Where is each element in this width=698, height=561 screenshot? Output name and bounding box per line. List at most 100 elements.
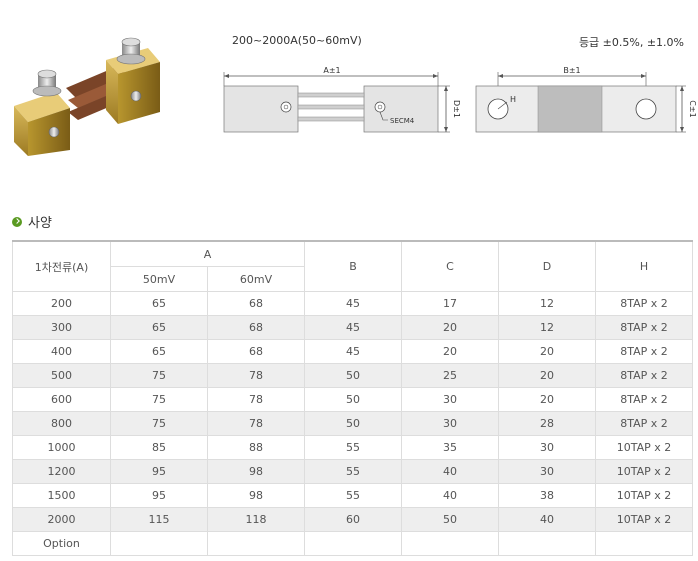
- spec-section-header: 사양: [12, 212, 52, 231]
- cell-c: 50: [401, 507, 499, 532]
- shunt-photo: [14, 37, 160, 156]
- cell-d: 30: [498, 459, 596, 484]
- cell-h: 10TAP x 2: [595, 483, 693, 508]
- cell-a-60mv: 68: [207, 339, 305, 364]
- cell-c: 17: [401, 291, 499, 316]
- cell-h: 8TAP x 2: [595, 339, 693, 364]
- cell-a-50mv: 75: [110, 363, 208, 388]
- cell-option-label: Option: [12, 531, 111, 556]
- cell-d: 12: [498, 291, 596, 316]
- cell-empty: [110, 531, 208, 556]
- cell-a-60mv: 78: [207, 387, 305, 412]
- cell-c: 25: [401, 363, 499, 388]
- cell-c: 40: [401, 459, 499, 484]
- cell-current: 500: [12, 363, 111, 388]
- cell-current: 200: [12, 291, 111, 316]
- header-a-60mv: 60mV: [207, 266, 305, 292]
- cell-current: 600: [12, 387, 111, 412]
- cell-current: 1500: [12, 483, 111, 508]
- header-current: 1차전류(A): [12, 240, 111, 292]
- cell-b: 45: [304, 315, 402, 340]
- table-row: 800 75 78 50 30 28 8TAP x 2: [12, 411, 693, 436]
- cell-current: 400: [12, 339, 111, 364]
- cell-a-60mv: 78: [207, 411, 305, 436]
- header-a: A: [110, 240, 305, 267]
- screw-label: SECM4: [390, 117, 415, 125]
- dim-a-label: A±1: [323, 66, 340, 75]
- cell-a-60mv: 98: [207, 459, 305, 484]
- cell-a-50mv: 65: [110, 315, 208, 340]
- cell-h: 10TAP x 2: [595, 459, 693, 484]
- cell-c: 40: [401, 483, 499, 508]
- cell-a-50mv: 95: [110, 459, 208, 484]
- cell-a-60mv: 98: [207, 483, 305, 508]
- header-c: C: [401, 240, 499, 292]
- cell-d: 12: [498, 315, 596, 340]
- cell-current: 300: [12, 315, 111, 340]
- table-row: 1000 85 88 55 35 30 10TAP x 2: [12, 435, 693, 460]
- range-label: 200~2000A(50~60mV): [232, 34, 362, 47]
- table-row: 600 75 78 50 30 20 8TAP x 2: [12, 387, 693, 412]
- cell-h: 8TAP x 2: [595, 291, 693, 316]
- cell-d: 20: [498, 339, 596, 364]
- cell-h: 8TAP x 2: [595, 363, 693, 388]
- cell-b: 55: [304, 483, 402, 508]
- dim-d-label: D±1: [452, 100, 460, 118]
- table-row: 300 65 68 45 20 12 8TAP x 2: [12, 315, 693, 340]
- cell-d: 30: [498, 435, 596, 460]
- cell-c: 30: [401, 411, 499, 436]
- cell-b: 45: [304, 339, 402, 364]
- header-d: D: [498, 240, 596, 292]
- bullet-icon: [12, 216, 22, 227]
- cell-current: 1000: [12, 435, 111, 460]
- cell-current: 1200: [12, 459, 111, 484]
- cell-a-50mv: 75: [110, 411, 208, 436]
- cell-empty: [207, 531, 305, 556]
- cell-c: 20: [401, 339, 499, 364]
- cell-c: 20: [401, 315, 499, 340]
- cell-h: 8TAP x 2: [595, 387, 693, 412]
- cell-current: 800: [12, 411, 111, 436]
- cell-empty: [401, 531, 499, 556]
- cell-h: 10TAP x 2: [595, 507, 693, 532]
- cell-a-60mv: 78: [207, 363, 305, 388]
- spec-table: 1차전류(A) A B C D H 50mV 60mV 200 65 68 45…: [12, 240, 693, 556]
- table-row: 1500 95 98 55 40 38 10TAP x 2: [12, 483, 693, 508]
- front-view-drawing: A±1 SECM4 D±1: [223, 66, 460, 133]
- cell-empty: [595, 531, 693, 556]
- cell-a-60mv: 118: [207, 507, 305, 532]
- cell-a-50mv: 75: [110, 387, 208, 412]
- cell-d: 38: [498, 483, 596, 508]
- dim-h-label: H: [510, 95, 516, 104]
- header-b: B: [304, 240, 402, 292]
- cell-d: 28: [498, 411, 596, 436]
- cell-current: 2000: [12, 507, 111, 532]
- cell-h: 8TAP x 2: [595, 315, 693, 340]
- table-row: 2000 115 118 60 50 40 10TAP x 2: [12, 507, 693, 532]
- section-title: 사양: [28, 216, 52, 231]
- cell-a-50mv: 95: [110, 483, 208, 508]
- cell-a-60mv: 68: [207, 315, 305, 340]
- cell-b: 60: [304, 507, 402, 532]
- cell-b: 50: [304, 411, 402, 436]
- cell-d: 20: [498, 387, 596, 412]
- top-view-drawing: B±1 H C±1: [475, 66, 696, 133]
- cell-a-50mv: 65: [110, 291, 208, 316]
- cell-d: 40: [498, 507, 596, 532]
- cell-a-60mv: 88: [207, 435, 305, 460]
- cell-b: 55: [304, 435, 402, 460]
- cell-empty: [304, 531, 402, 556]
- cell-empty: [498, 531, 596, 556]
- header-a-50mv: 50mV: [110, 266, 208, 292]
- cell-h: 10TAP x 2: [595, 435, 693, 460]
- cell-b: 45: [304, 291, 402, 316]
- cell-b: 50: [304, 363, 402, 388]
- cell-h: 8TAP x 2: [595, 411, 693, 436]
- spec-table-body: 200 65 68 45 17 12 8TAP x 2 300 65 68 45…: [12, 291, 693, 556]
- table-row: 200 65 68 45 17 12 8TAP x 2: [12, 291, 693, 316]
- table-row: 500 75 78 50 25 20 8TAP x 2: [12, 363, 693, 388]
- cell-a-60mv: 68: [207, 291, 305, 316]
- cell-a-50mv: 85: [110, 435, 208, 460]
- cell-a-50mv: 115: [110, 507, 208, 532]
- cell-c: 30: [401, 387, 499, 412]
